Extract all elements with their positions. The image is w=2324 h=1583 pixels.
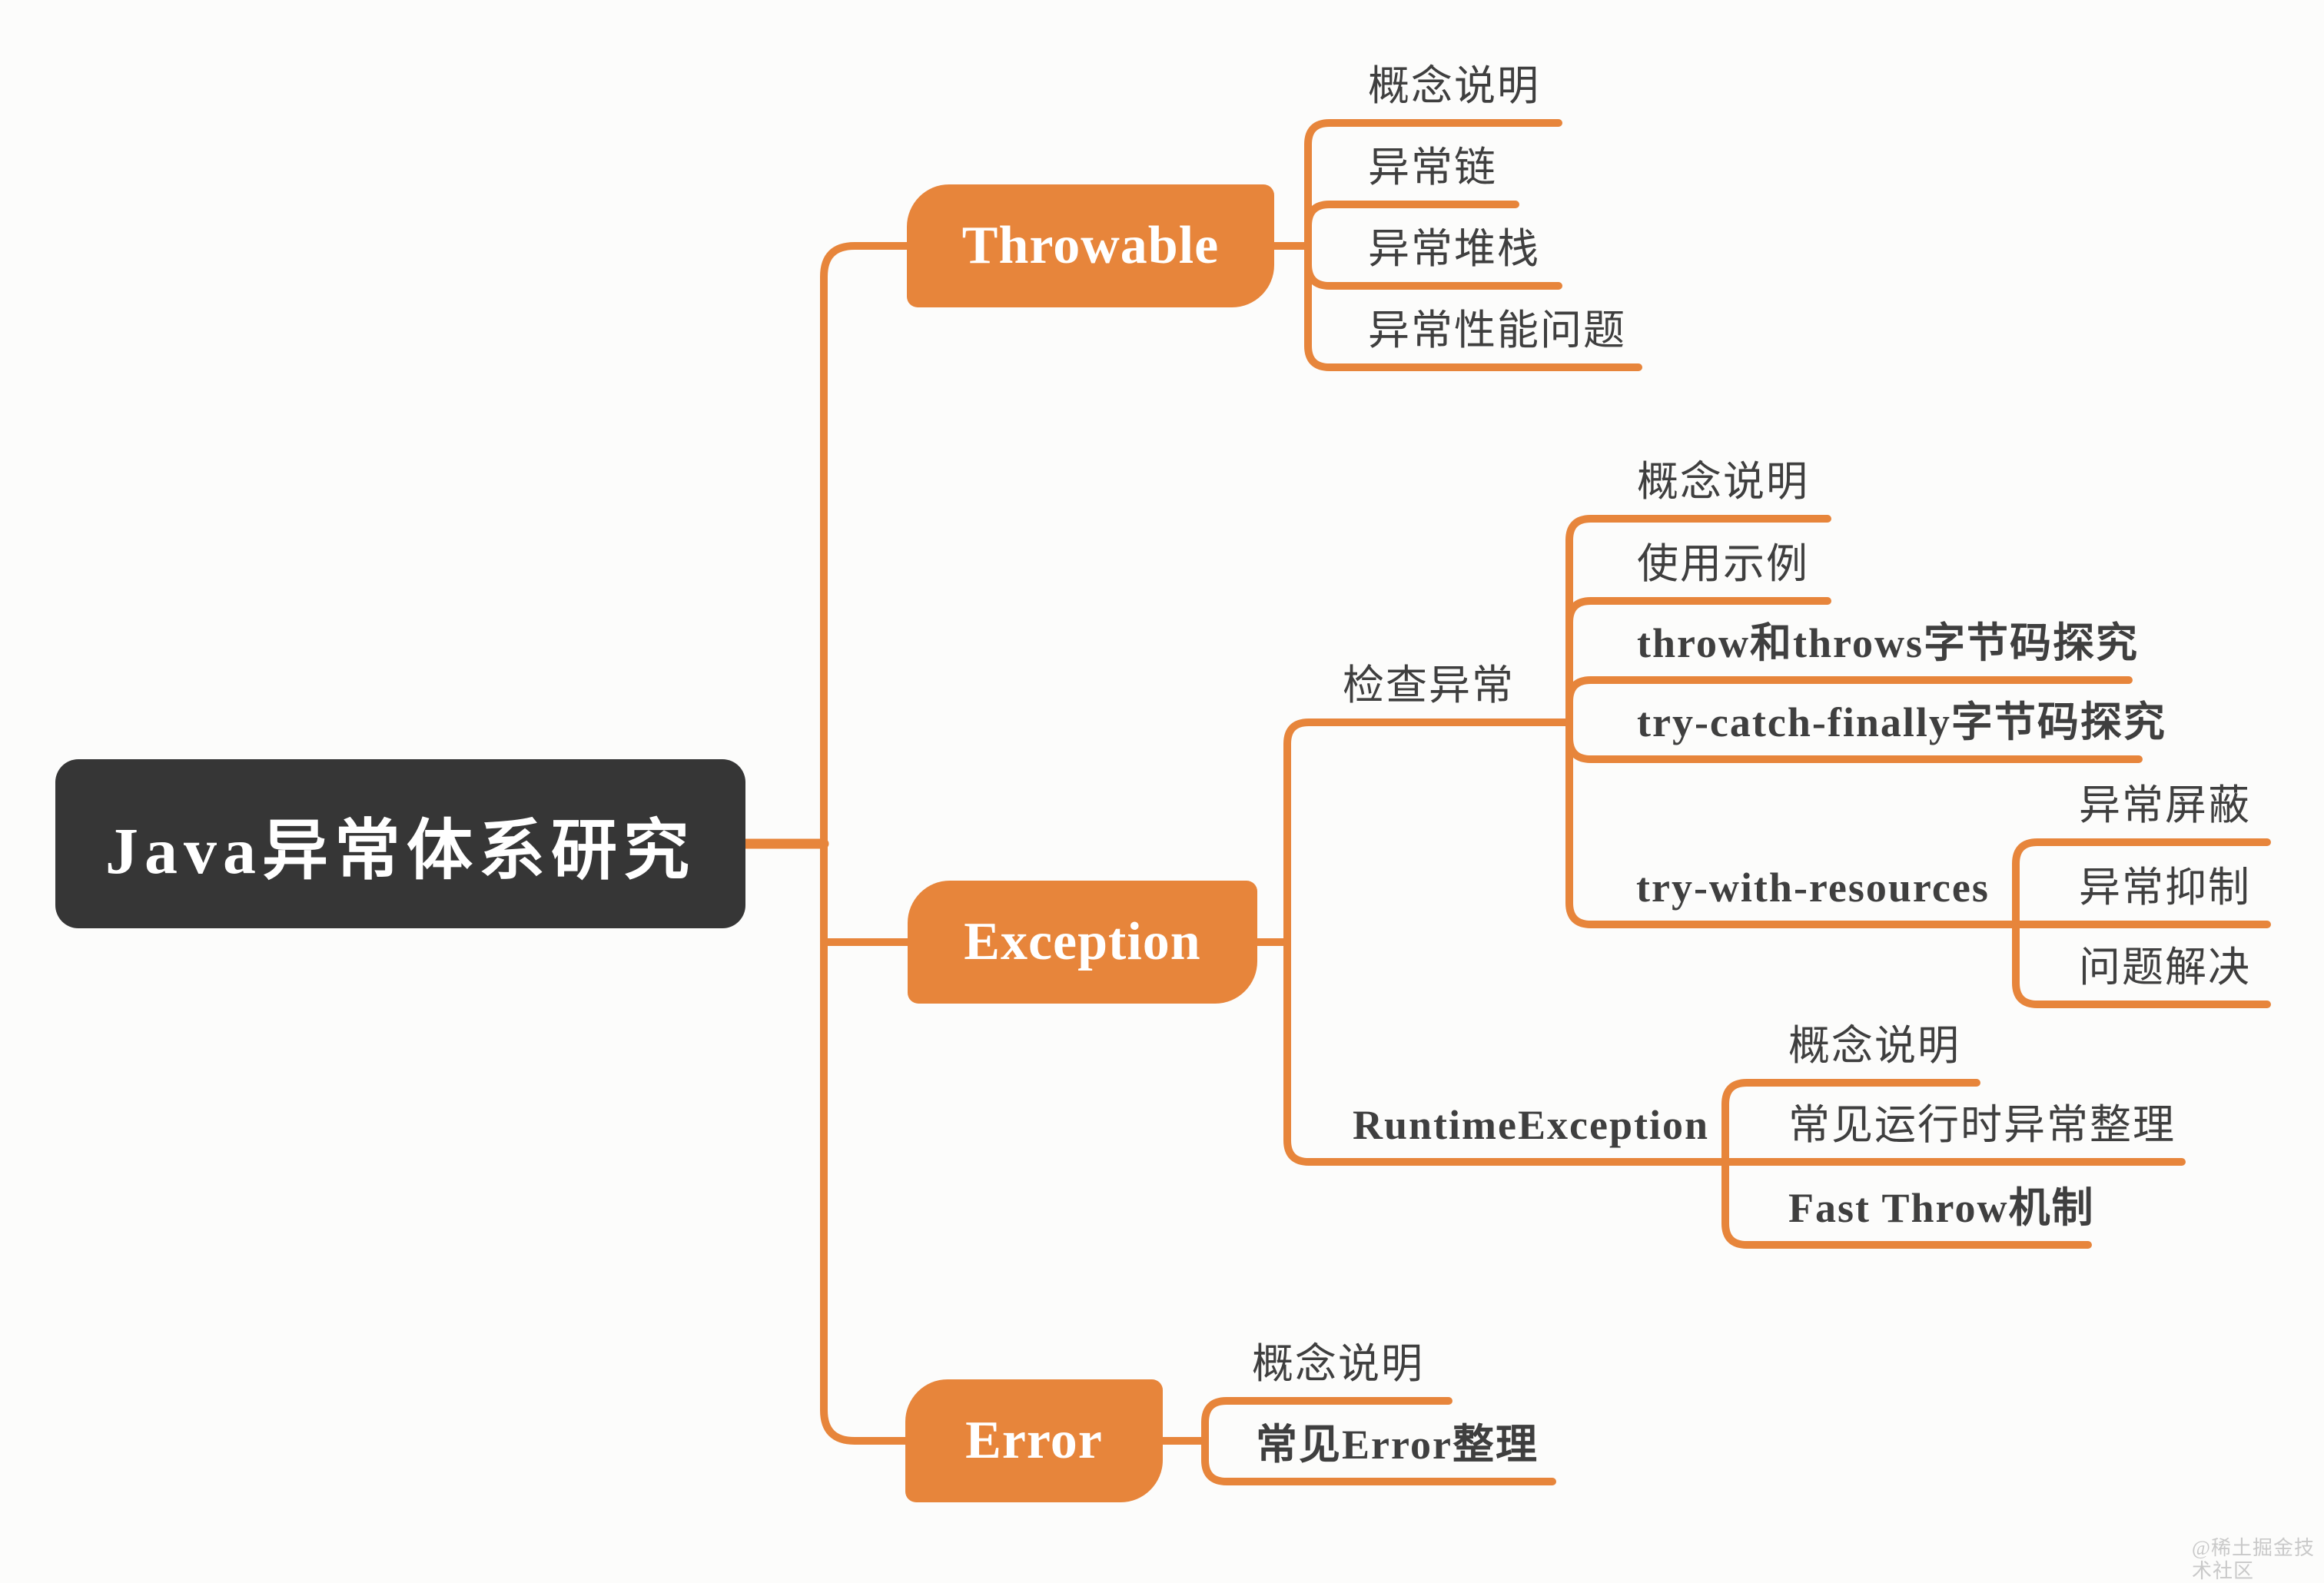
- topic-common-runtime-exceptions[interactable]: 常见运行时异常整理: [1788, 1102, 2176, 1148]
- connector-runtime-child-1: [1721, 1079, 1980, 1166]
- connector-runtime-child-3: [1721, 1158, 2092, 1249]
- topic-throwable[interactable]: Throwable: [907, 184, 1274, 307]
- topic-checked-concept[interactable]: 概念说明: [1637, 459, 1809, 505]
- topic-problem-solving[interactable]: 问题解决: [2079, 944, 2251, 991]
- topic-common-errors[interactable]: 常见Error整理: [1256, 1422, 1539, 1468]
- connector-error-child-2: [1201, 1437, 1556, 1485]
- topic-try-catch-finally-bytecode[interactable]: try-catch-finally字节码探究: [1637, 699, 2166, 745]
- topic-throw-throws-bytecode[interactable]: throw和throws字节码探究: [1637, 620, 2140, 666]
- topic-exception-performance[interactable]: 异常性能问题: [1368, 307, 1626, 353]
- topic-exception[interactable]: Exception: [908, 881, 1257, 1004]
- connector-checked-child-3: [1565, 676, 2133, 726]
- root-topic[interactable]: Java异常体系研究: [55, 759, 745, 928]
- connector-twr-child-1: [2012, 838, 2271, 928]
- topic-usage-example[interactable]: 使用示例: [1637, 541, 1809, 587]
- topic-runtime-concept[interactable]: 概念说明: [1788, 1023, 1960, 1069]
- connector-runtime-exception: [1283, 938, 1729, 1166]
- topic-throwable-concept[interactable]: 概念说明: [1368, 63, 1540, 109]
- topic-exception-masking[interactable]: 异常屏蔽: [2079, 782, 2251, 828]
- topic-checked-exception[interactable]: 检查异常: [1343, 662, 1515, 709]
- watermark: @稀土掘金技术社区: [2192, 1537, 2315, 1582]
- connector-throwable-child-4: [1304, 242, 1642, 371]
- connector-throwable-child-1: [1304, 119, 1562, 250]
- connector-twr-child-3: [2012, 921, 2271, 1008]
- connector-trunk: [820, 242, 911, 1445]
- connector-checked-exception: [1283, 718, 1573, 946]
- connector-throwable-child-2: [1304, 201, 1519, 250]
- topic-error-concept[interactable]: 概念说明: [1252, 1341, 1424, 1387]
- topic-runtime-exception[interactable]: RuntimeException: [1353, 1102, 1709, 1148]
- connector-checked-child-2: [1565, 597, 1831, 726]
- connector-try-with-resources: [1565, 718, 2020, 928]
- topic-try-with-resources[interactable]: try-with-resources: [1636, 865, 1990, 911]
- topic-exception-chain[interactable]: 异常链: [1368, 144, 1497, 191]
- topic-error[interactable]: Error: [905, 1379, 1163, 1502]
- connector-error-child-1: [1201, 1397, 1452, 1445]
- topic-exception-suppression[interactable]: 异常抑制: [2079, 865, 2251, 911]
- topic-exception-stack[interactable]: 异常堆栈: [1368, 226, 1540, 272]
- topic-fast-throw[interactable]: Fast Throw机制: [1788, 1185, 2095, 1231]
- connector-checked-child-1: [1565, 515, 1831, 726]
